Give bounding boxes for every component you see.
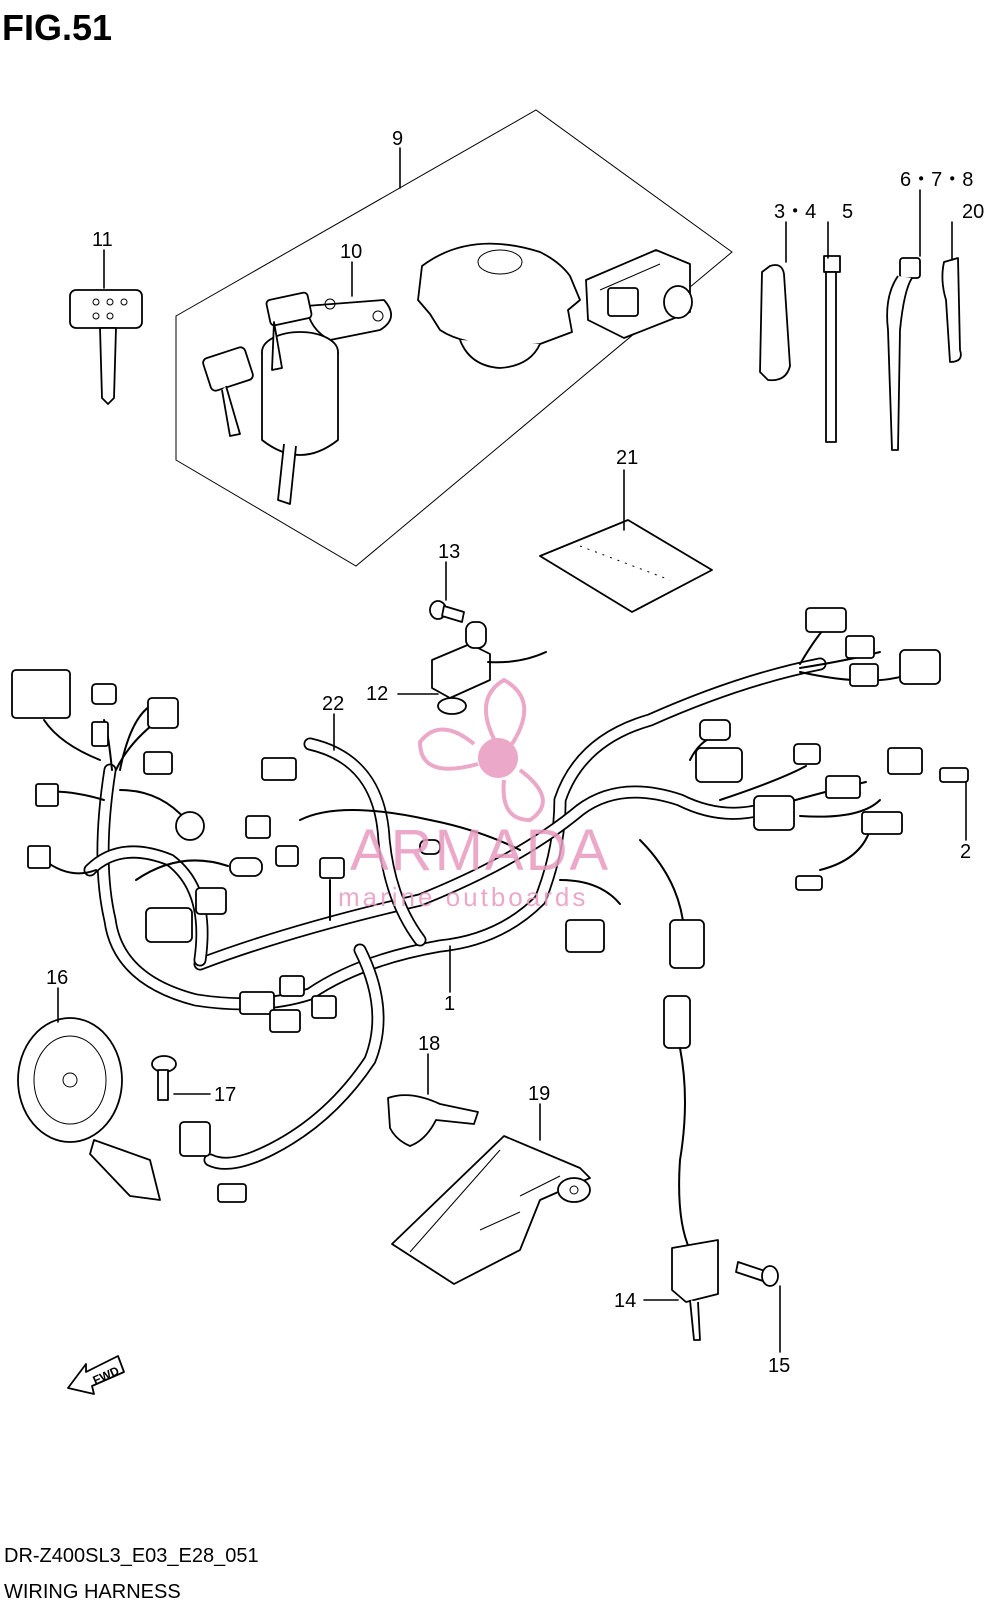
callout-5: 5 [842, 201, 853, 223]
callout-3-4: 3・4 [774, 201, 816, 223]
switch-part-12 [431, 621, 547, 715]
leader-lines [57, 147, 967, 1353]
callout-15: 15 [768, 1355, 790, 1377]
cable-tie-part-5 [823, 255, 841, 443]
callout-12: 12 [366, 683, 388, 705]
propeller-logo-icon [417, 677, 545, 823]
label-sheet-part-21 [539, 519, 713, 613]
horn-part-16 [17, 1017, 161, 1201]
callout-18: 18 [418, 1033, 440, 1055]
clamp-part-3-4 [759, 264, 791, 382]
callout-21: 21 [616, 447, 638, 469]
callout-17: 17 [214, 1084, 236, 1106]
clip-part-20 [941, 257, 962, 363]
watermark-tagline: marine outboards [338, 882, 588, 912]
figure-title: FIG.51 [2, 7, 112, 48]
watermark-brand: ARMADA [350, 818, 610, 883]
cable-tie-part-6-7-8 [886, 257, 921, 451]
harness-connectors [11, 607, 969, 1203]
bolt-part-17 [151, 1055, 177, 1101]
switch-part-14 [663, 995, 719, 1341]
bolt-part-15 [735, 1261, 779, 1287]
ignition-switch-part-10 [202, 291, 392, 505]
ignition-lock-set-box [175, 109, 733, 567]
key-blank-part-11 [69, 289, 143, 405]
callout-9: 9 [392, 128, 403, 150]
bracket-part-19 [391, 1135, 591, 1285]
model-code: DR-Z400SL3_E03_E28_051 [4, 1545, 259, 1567]
main-wiring-harness-part-1 [43, 615, 921, 1170]
callout-14: 14 [614, 1290, 636, 1312]
callout-19: 19 [528, 1083, 550, 1105]
callout-2: 2 [960, 841, 971, 863]
callout-6-7-8: 6・7・8 [900, 169, 973, 191]
callout-1: 1 [444, 993, 455, 1015]
callout-22: 22 [322, 693, 344, 715]
bolt-part-13 [429, 600, 465, 623]
callout-13: 13 [438, 541, 460, 563]
callout-16: 16 [46, 967, 68, 989]
fuel-cap [417, 242, 581, 369]
fwd-arrow-icon: FWD [67, 1355, 125, 1395]
diagram-caption: WIRING HARNESS [4, 1581, 181, 1603]
seat-lock [585, 249, 693, 339]
armada-watermark: ARMADA marine outboards [338, 677, 610, 912]
callout-10: 10 [340, 241, 362, 263]
callout-numbers: 9 10 11 3・4 5 6・7・8 20 21 13 12 22 1 2 1… [46, 128, 984, 1377]
callout-11: 11 [92, 229, 113, 251]
callout-20: 20 [962, 201, 984, 223]
cover-part-18 [387, 1094, 479, 1147]
